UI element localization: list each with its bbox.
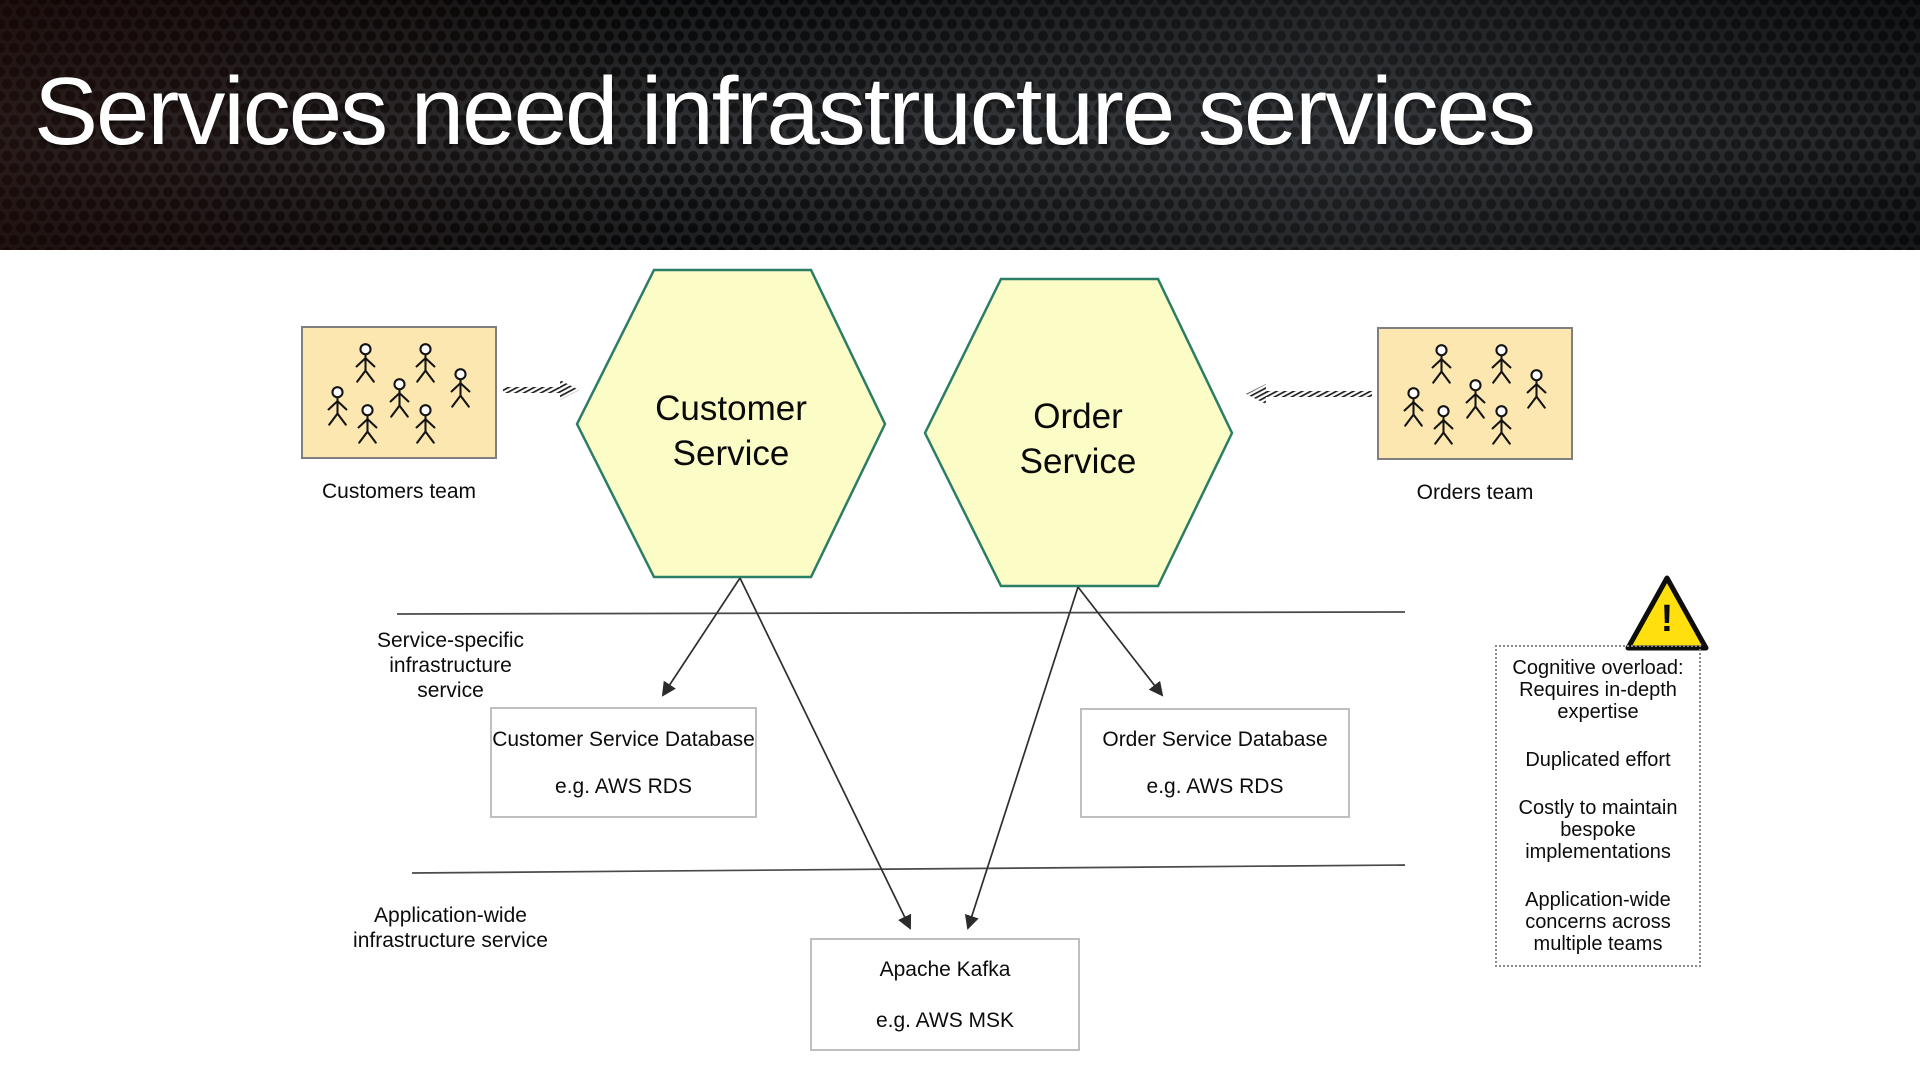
customer-service-hexagon-label: Customer Service — [581, 386, 881, 476]
customers-team-members — [303, 328, 495, 457]
order-db-box: Order Service Database e.g. AWS RDS — [1080, 708, 1350, 818]
person-icon — [355, 343, 376, 383]
customer-db-name: Customer Service Database — [492, 727, 755, 751]
customer-db-box: Customer Service Database e.g. AWS RDS — [490, 707, 757, 818]
arrow-customer-to-customer-db — [661, 577, 741, 697]
customer-db-example: e.g. AWS RDS — [555, 774, 692, 798]
hatched-arrow-customers-to-service — [503, 380, 579, 400]
order-db-name: Order Service Database — [1102, 728, 1328, 751]
person-icon — [1403, 387, 1424, 427]
order-db-example: e.g. AWS RDS — [1146, 775, 1284, 798]
kafka-example: e.g. AWS MSK — [875, 1008, 1015, 1032]
warning-callout-box: Cognitive overload: Requires in-depth ex… — [1495, 645, 1701, 967]
arrow-order-to-kafka — [964, 586, 1079, 930]
order-service-hexagon-label: Order Service — [928, 394, 1228, 484]
orders-team-members — [1379, 329, 1571, 458]
arrow-order-to-order-db — [1077, 586, 1164, 697]
person-icon — [1491, 405, 1512, 445]
customers-team-label: Customers team — [321, 480, 477, 503]
order-service-line1: Order — [1033, 397, 1123, 436]
warning-item-application-wide-concerns: Application-wide concerns across multipl… — [1525, 889, 1671, 955]
page-title: Services need infrastructure services — [34, 58, 1536, 165]
person-icon — [1526, 369, 1547, 409]
warning-exclamation: ! — [1660, 598, 1674, 640]
arrow-customer-to-kafka — [739, 577, 912, 930]
person-icon — [1431, 344, 1452, 384]
person-icon — [327, 386, 348, 426]
person-icon — [450, 368, 471, 408]
slide-header: Services need infrastructure services — [0, 0, 1920, 250]
person-icon — [389, 378, 410, 418]
application-wide-lane-line — [411, 864, 1406, 874]
person-icon — [415, 404, 436, 444]
warning-item-duplicated-effort: Duplicated effort — [1525, 749, 1671, 771]
service-specific-lane-line — [396, 611, 1406, 615]
kafka-box: Apache Kafka e.g. AWS MSK — [810, 938, 1080, 1051]
orders-team-label: Orders team — [1416, 481, 1534, 504]
warning-triangle-icon — [1625, 575, 1709, 651]
hatched-arrow-orders-to-service — [1246, 384, 1372, 404]
person-icon — [1465, 379, 1486, 419]
customers-team-box — [301, 326, 497, 459]
service-specific-lane-label: Service-specific infrastructure service — [376, 629, 525, 702]
warning-item-cognitive-overload: Cognitive overload: Requires in-depth ex… — [1512, 657, 1684, 723]
kafka-name: Apache Kafka — [879, 957, 1011, 981]
person-icon — [1491, 344, 1512, 384]
person-icon — [415, 343, 436, 383]
person-icon — [357, 404, 378, 444]
customer-service-line2: Service — [672, 434, 790, 473]
person-icon — [1433, 405, 1454, 445]
customer-service-line1: Customer — [655, 389, 807, 428]
orders-team-box — [1377, 327, 1573, 460]
warning-item-costly-maintenance: Costly to maintain bespoke implementatio… — [1518, 797, 1678, 863]
application-wide-lane-label: Application-wide infrastructure service — [353, 904, 548, 952]
order-service-line2: Service — [1019, 442, 1137, 481]
